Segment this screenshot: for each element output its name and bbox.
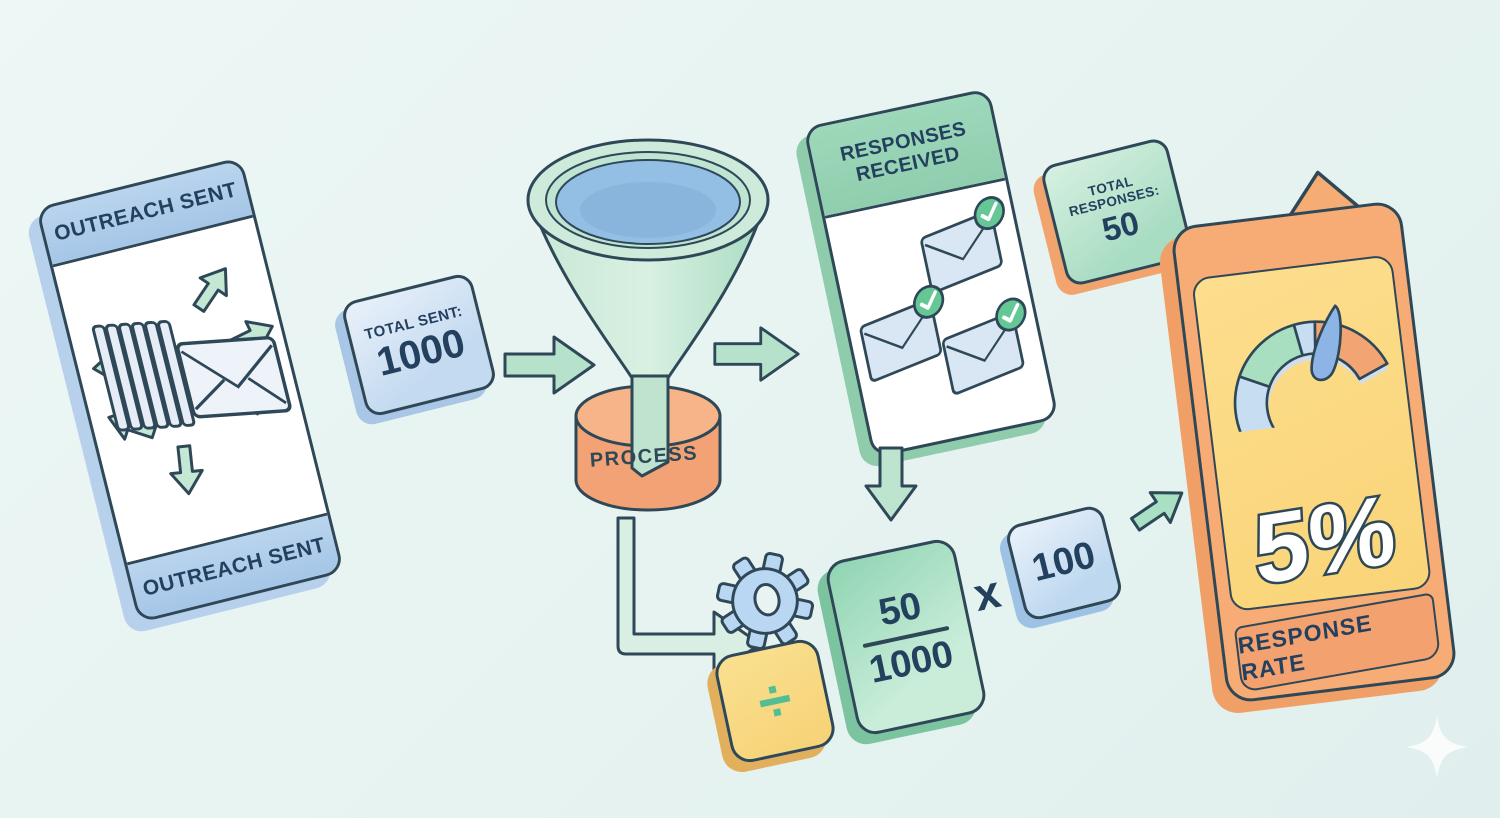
multiply-symbol: x (969, 564, 1005, 622)
total-responses-badge: TOTAL RESPONSES: 50 (1038, 136, 1196, 288)
multiplier-badge: 100 (1003, 503, 1125, 623)
outreach-card-body (56, 217, 324, 562)
envelope-icon (859, 284, 945, 382)
envelope-icon (941, 297, 1027, 395)
fraction-numerator: 50 (875, 584, 926, 635)
gauge-icon (1233, 304, 1389, 435)
outreach-sent-card: OUTREACH SENT (35, 156, 345, 624)
elbow-arrow-icon (616, 516, 762, 676)
envelope-stack-icon (90, 258, 292, 497)
multiplier-value: 100 (1027, 534, 1100, 591)
envelope-icon (920, 195, 1005, 293)
arrow-right-icon (713, 326, 800, 382)
gear-icon (715, 551, 815, 651)
arrow-down-icon (864, 446, 918, 522)
total-responses-value: 50 (1098, 203, 1143, 249)
response-rate-card: 5% RESPONSE RATE (1169, 199, 1459, 705)
response-rate-value: 5% (1249, 471, 1400, 608)
gauge-needle (1310, 304, 1343, 382)
envelope-icon (175, 336, 292, 419)
arrow-right-icon (503, 335, 596, 395)
funnel-icon (526, 138, 770, 512)
divide-badge: ÷ (711, 636, 839, 766)
envelope-stack (91, 320, 292, 432)
arrow-up-right-icon (1129, 491, 1184, 532)
divide-icon: ÷ (751, 664, 798, 737)
response-rate-panel: 5% (1190, 254, 1433, 613)
fraction-card: 50 1000 (822, 536, 990, 738)
responses-received-card: RESPONSES RECEIVED (802, 87, 1060, 459)
sparkle-icon (1406, 716, 1468, 778)
envelope-check-icon (859, 195, 1027, 395)
responses-card-body (829, 182, 1052, 451)
total-sent-badge: TOTAL SENT: 1000 (339, 271, 499, 419)
